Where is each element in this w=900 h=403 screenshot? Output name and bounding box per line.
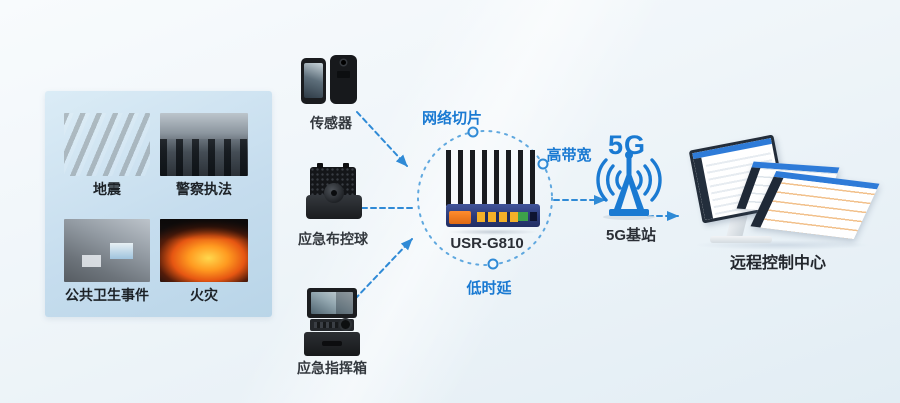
sensor-label: 传感器: [310, 115, 352, 131]
sensor-back-icon: [330, 55, 357, 104]
scenario-police: 警察执法: [160, 113, 248, 211]
public-health-photo: [64, 219, 150, 282]
base-station-label: 5G基站: [605, 227, 657, 244]
command-case-console: [310, 319, 354, 331]
scenario-panel: 地震 警察执法 公共卫生事件 火灾: [45, 91, 272, 317]
monitor-base: [710, 236, 772, 243]
control-center-label: 远程控制中心: [729, 255, 827, 272]
earthquake-photo: [64, 113, 150, 176]
command-case-knob: [341, 320, 350, 329]
sensor-camera-dot: [341, 60, 346, 65]
circle-nodes: [467, 126, 549, 270]
fire-photo: [160, 219, 248, 282]
router-model-label: USR-G810: [450, 235, 524, 252]
sensor-device-icon: [299, 55, 359, 107]
sensor-front-icon: [301, 58, 326, 104]
police-photo: [160, 113, 248, 176]
base-station-group: 5G 5G基站: [590, 130, 674, 244]
patrol-ball-label: 应急布控球: [298, 231, 368, 247]
panel-waveform-rows: [760, 177, 877, 239]
command-case-screen: [311, 292, 353, 314]
patrol-ball-camera: [324, 183, 344, 203]
command-case-lid: [307, 288, 357, 318]
router-power-socket: [530, 212, 537, 221]
router-ethernet-ports: [477, 212, 520, 222]
scenario-earthquake: 地震: [64, 113, 150, 211]
command-case-base: [304, 332, 360, 356]
sensor-screen: [304, 63, 323, 98]
scenario-public-health: 公共卫生事件: [64, 219, 150, 317]
scenario-fire: 火灾: [160, 219, 248, 317]
feature-network-slicing-label: 网络切片: [421, 110, 483, 127]
control-center-group: 远程控制中心: [688, 134, 880, 272]
control-center-shadow: [695, 240, 870, 250]
router-body: [446, 204, 540, 227]
scenario-label: 地震: [93, 181, 121, 197]
command-case-keys: [314, 322, 338, 328]
sensor-back-plate: [337, 71, 350, 78]
5g-tower-icon: [596, 151, 662, 220]
scenario-label: 火灾: [190, 287, 218, 303]
scenario-label: 公共卫生事件: [65, 287, 149, 303]
command-case-label: 应急指挥箱: [297, 360, 367, 376]
router-orange-panel: [449, 211, 471, 224]
scenario-label: 警察执法: [176, 181, 232, 197]
router-shadow: [448, 229, 538, 235]
network-slice-circle: [417, 130, 553, 266]
command-case-device-icon: [303, 288, 361, 356]
router-terminal-block: [518, 212, 528, 221]
router-icon: [438, 150, 548, 235]
patrol-ball-device-icon: [306, 163, 362, 220]
feature-low-latency-label: 低时延: [466, 280, 512, 297]
feature-high-bandwidth-label: 高带宽: [546, 147, 592, 164]
router-antennas-icon: [446, 150, 535, 206]
